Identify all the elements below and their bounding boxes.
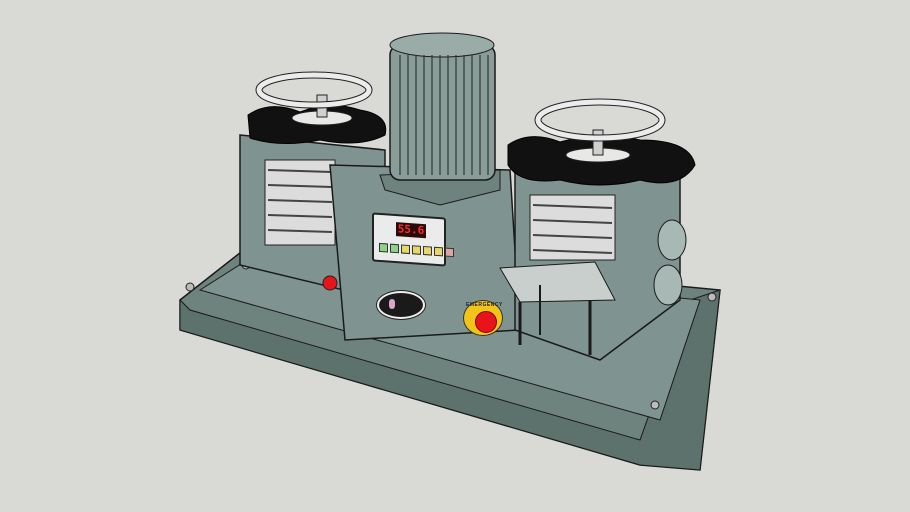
emergency-label: EMERGENCY [466,302,503,308]
panel-buttons [379,242,454,258]
panel-button-5[interactable] [423,245,432,256]
panel-button-4[interactable] [412,245,421,255]
panel-button-3[interactable] [401,244,410,255]
logo-badge [377,291,425,319]
emergency-stop[interactable]: EMERGENCY [463,300,503,336]
side-emergency-button[interactable] [322,275,338,291]
emergency-button-icon[interactable] [475,311,497,333]
logo-icon [389,299,395,309]
panel-button-7[interactable] [445,247,454,258]
digital-display: 55.6 [396,222,426,239]
panel-button-1[interactable] [379,242,388,253]
panel-button-6[interactable] [434,246,443,257]
right-roller-housing [499,98,696,361]
panel-button-2[interactable] [390,243,399,254]
control-panel: 55.6 [372,212,454,267]
